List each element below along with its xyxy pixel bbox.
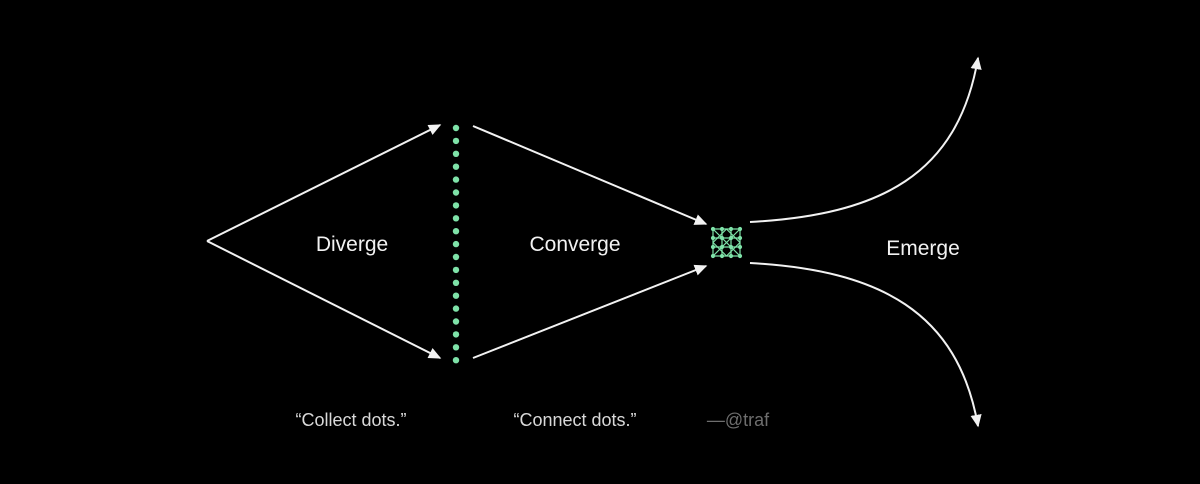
- dot: [452, 202, 460, 209]
- network-node: [710, 253, 716, 259]
- dot: [452, 124, 460, 132]
- network-node: [719, 244, 725, 250]
- dot: [452, 228, 460, 235]
- diverge-label: Diverge: [316, 233, 388, 256]
- network-link: [726, 228, 741, 243]
- dot: [452, 215, 460, 222]
- network-node: [719, 226, 725, 232]
- network-node: [728, 244, 734, 250]
- dot: [452, 137, 460, 145]
- network-node: [728, 253, 734, 259]
- dot: [452, 305, 460, 312]
- dot: [452, 189, 460, 196]
- network-link: [726, 242, 741, 257]
- network-link: [712, 228, 727, 243]
- dot: [452, 331, 460, 338]
- network-node: [737, 253, 743, 259]
- connect-dots-quote: “Connect dots.”: [513, 410, 636, 430]
- emerge-arrow-down: [749, 262, 982, 428]
- network-node: [737, 226, 743, 232]
- dot: [452, 344, 460, 351]
- dots-column-icon: [452, 124, 460, 364]
- network-link: [712, 228, 741, 257]
- network-node: [719, 253, 725, 259]
- dot: [452, 292, 460, 299]
- dot: [452, 176, 460, 183]
- network-node: [728, 235, 734, 241]
- dot: [452, 240, 460, 248]
- emerge-arrow-up: [749, 56, 982, 223]
- dot: [452, 253, 460, 261]
- network-node: [719, 235, 725, 241]
- network-node: [728, 226, 734, 232]
- diverge-arrow-down: [206, 240, 442, 359]
- converge-arrow-top: [472, 125, 708, 225]
- network-node: [737, 235, 743, 241]
- network-node: [710, 235, 716, 241]
- network-link: [712, 242, 727, 257]
- emerge-label: Emerge: [886, 237, 960, 260]
- dot: [452, 357, 460, 364]
- collect-dots-quote: “Collect dots.”: [295, 410, 406, 430]
- dot: [452, 150, 460, 157]
- diverge-arrow-up: [206, 124, 442, 242]
- network-node-icon: [710, 226, 743, 259]
- network-node: [737, 244, 743, 250]
- converge-label: Converge: [529, 233, 620, 256]
- network-node: [710, 244, 716, 250]
- dot: [452, 266, 460, 274]
- dot: [452, 318, 460, 325]
- attribution-label: —@traf: [707, 410, 770, 430]
- converge-arrow-bottom: [472, 264, 708, 359]
- network-node: [710, 226, 716, 232]
- dot: [452, 163, 460, 170]
- dot: [452, 279, 460, 286]
